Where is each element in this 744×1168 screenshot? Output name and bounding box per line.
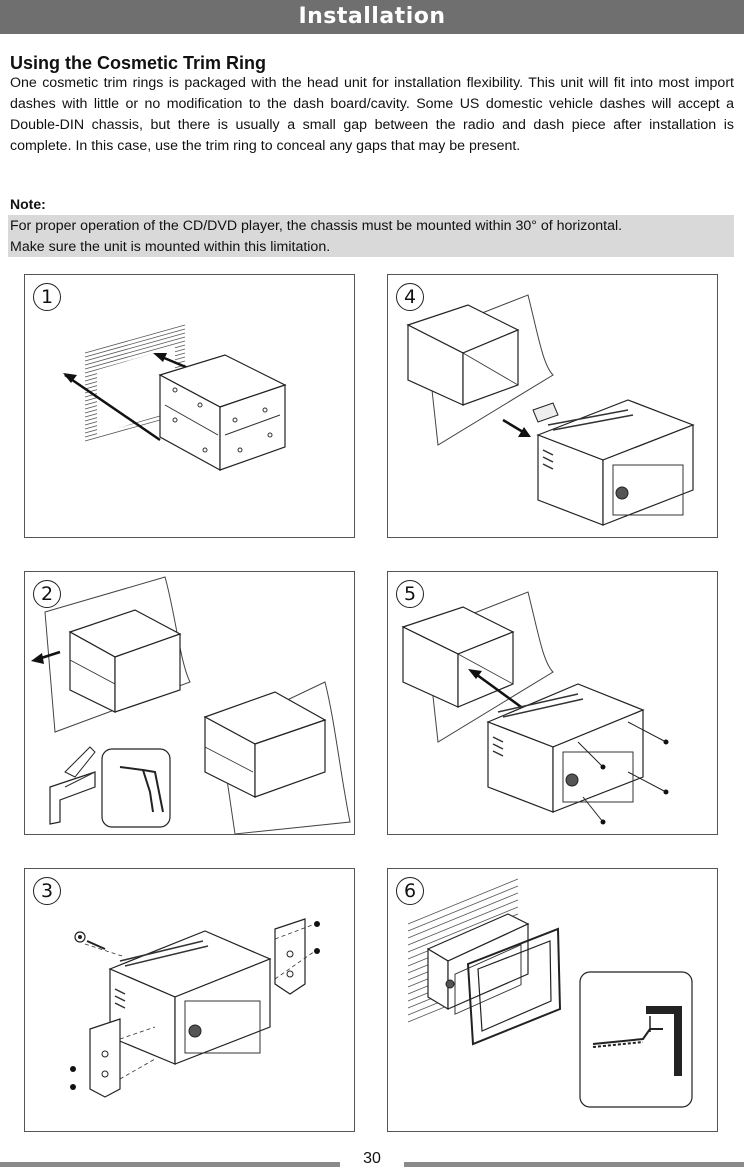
step-6-illustration bbox=[407, 878, 693, 1108]
page-number: 30 bbox=[363, 1150, 381, 1167]
step-1-illustration bbox=[63, 324, 287, 472]
step-3-panel: 3 bbox=[24, 868, 355, 1132]
step-4-panel: 4 bbox=[387, 274, 718, 538]
section-body: One cosmetic trim rings is packaged with… bbox=[10, 75, 734, 154]
step-4-illustration bbox=[406, 294, 695, 526]
page-header: Installation bbox=[0, 0, 744, 34]
step-number: 2 bbox=[33, 580, 61, 608]
step-number: 4 bbox=[396, 283, 424, 311]
step-5-panel: 5 bbox=[387, 571, 718, 835]
step-1-panel: 1 bbox=[24, 274, 355, 538]
step-3-illustration bbox=[70, 918, 320, 1098]
note-highlight bbox=[8, 215, 734, 257]
step-2-illustration bbox=[31, 576, 351, 835]
section-title: Using the Cosmetic Trim Ring bbox=[10, 53, 267, 73]
footer-rule-left bbox=[0, 1162, 340, 1167]
note-line-1: For proper operation of the CD/DVD playe… bbox=[10, 218, 623, 234]
step-number: 1 bbox=[33, 283, 61, 311]
step-6-panel: 6 bbox=[387, 868, 718, 1132]
step-number: 5 bbox=[396, 580, 424, 608]
footer-rule-right bbox=[404, 1162, 744, 1167]
note-label: Note: bbox=[10, 196, 46, 212]
step-number: 6 bbox=[396, 877, 424, 905]
header-title: Installation bbox=[298, 4, 446, 29]
step-number: 3 bbox=[33, 877, 61, 905]
note-line-2: Make sure the unit is mounted within thi… bbox=[10, 239, 331, 255]
step-2-panel: 2 bbox=[24, 571, 355, 835]
step-5-illustration bbox=[401, 591, 669, 825]
